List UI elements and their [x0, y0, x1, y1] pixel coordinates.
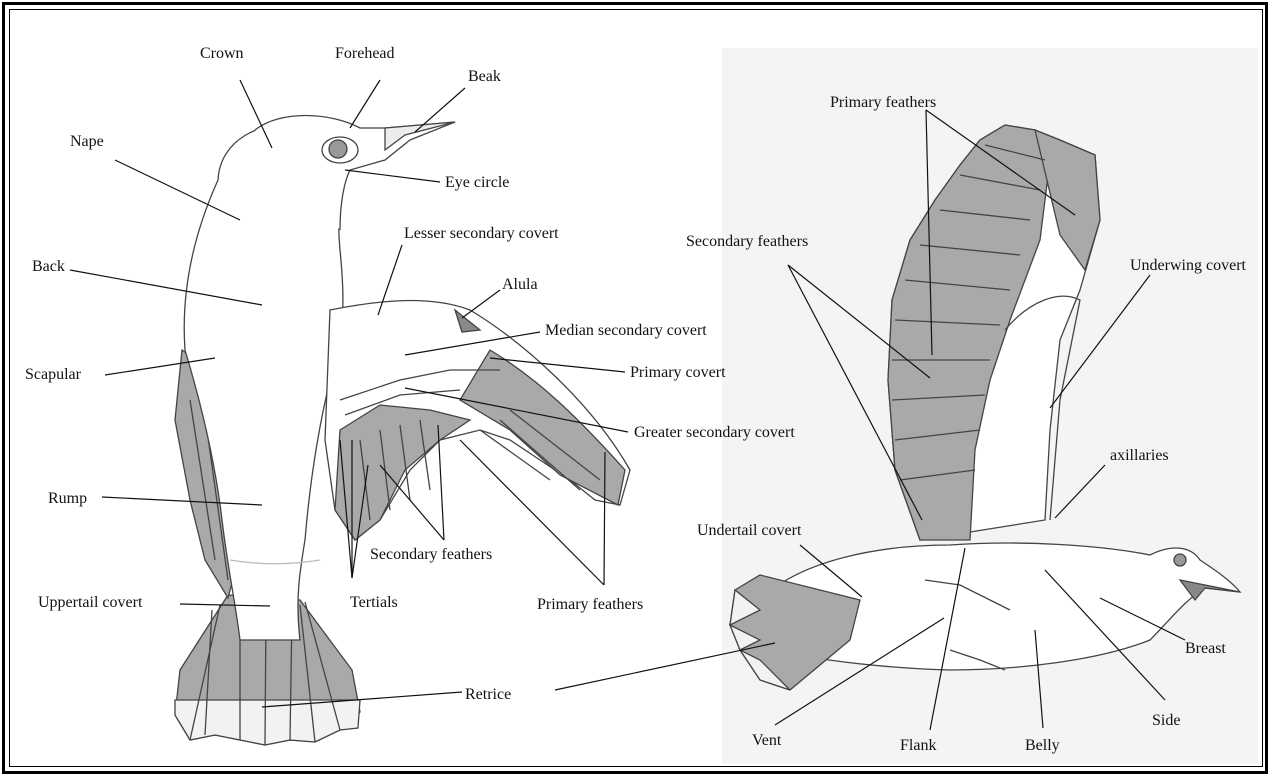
- label-crown: Crown: [200, 45, 244, 63]
- label-underwing-covert: Underwing covert: [1130, 257, 1246, 275]
- label-tertials: Tertials: [350, 594, 398, 612]
- label-secondary-feathers-left: Secondary feathers: [370, 546, 492, 564]
- label-secondary-feathers-right: Secondary feathers: [686, 233, 808, 251]
- label-beak: Beak: [468, 68, 501, 86]
- label-lesser-secondary-covert: Lesser secondary covert: [404, 225, 559, 243]
- label-primary-covert: Primary covert: [630, 364, 726, 382]
- label-back: Back: [32, 258, 65, 276]
- label-nape: Nape: [70, 133, 104, 151]
- label-belly: Belly: [1025, 737, 1060, 755]
- label-vent: Vent: [752, 732, 781, 750]
- label-primary-feathers-left: Primary feathers: [537, 596, 643, 614]
- label-retrice: Retrice: [465, 686, 511, 704]
- label-greater-secondary-covert: Greater secondary covert: [634, 424, 795, 442]
- label-undertail-covert: Undertail covert: [697, 522, 801, 540]
- label-side: Side: [1152, 712, 1180, 730]
- dorsal-bird-drawing: [175, 116, 630, 746]
- label-alula: Alula: [502, 276, 538, 294]
- label-flank: Flank: [900, 737, 936, 755]
- label-uppertail-covert: Uppertail covert: [38, 594, 142, 612]
- label-scapular: Scapular: [25, 366, 81, 384]
- left-eye: [329, 140, 347, 158]
- label-median-secondary-covert: Median secondary covert: [545, 322, 707, 340]
- flying-bird-drawing: [730, 125, 1240, 690]
- label-primary-feathers-right: Primary feathers: [830, 94, 936, 112]
- label-rump: Rump: [48, 490, 87, 508]
- label-breast: Breast: [1185, 640, 1226, 658]
- label-eye-circle: Eye circle: [445, 174, 509, 192]
- label-axillaries: axillaries: [1110, 447, 1169, 465]
- right-eye: [1174, 554, 1186, 566]
- label-forehead: Forehead: [335, 45, 395, 63]
